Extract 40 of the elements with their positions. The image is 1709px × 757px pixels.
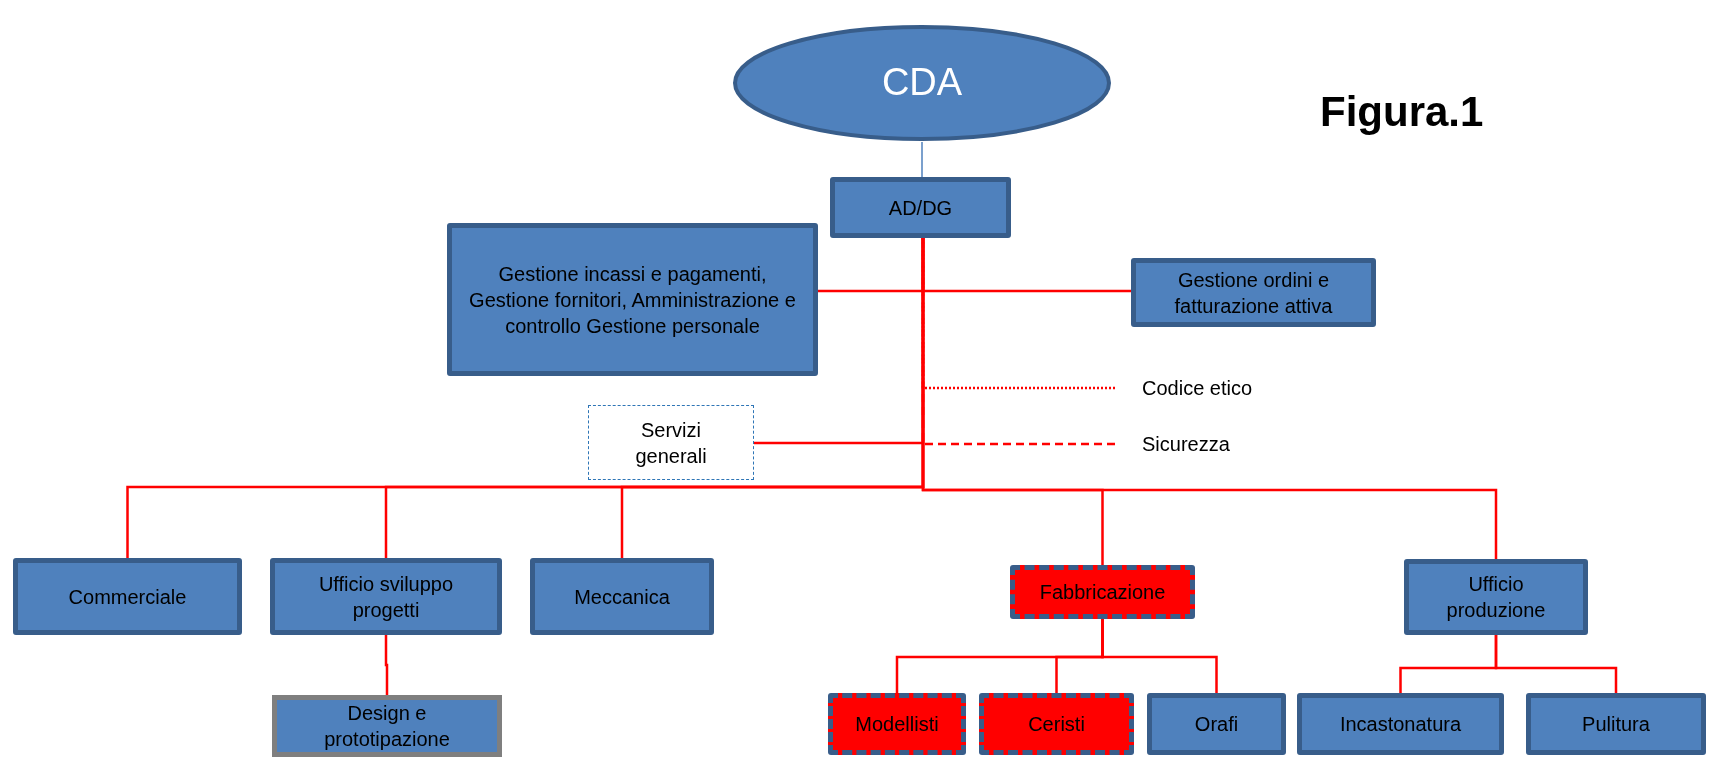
connector-line	[921, 238, 1498, 559]
org-box	[13, 558, 242, 635]
org-box	[1010, 565, 1195, 619]
box-label: Commerciale	[68, 584, 187, 610]
org-box	[447, 223, 818, 376]
box-label: CDA	[881, 60, 963, 106]
box-label: Incastonatura	[1339, 712, 1462, 737]
connector-line	[1101, 619, 1218, 693]
box-label: Sicurezza	[1142, 432, 1230, 457]
connector-line	[1494, 635, 1618, 693]
box-label: Gestione incassi e pagamenti, Gestione fornitori, Amministrazione e controllo Gestione personale	[468, 261, 797, 339]
connector-line	[384, 635, 389, 695]
org-box	[530, 558, 714, 635]
org-box	[830, 177, 1011, 238]
box-label: AD/DG	[888, 195, 953, 221]
org-box	[1147, 693, 1286, 755]
box-label: Pulitura	[1582, 712, 1650, 737]
service-box	[588, 405, 754, 480]
org-box	[270, 558, 502, 635]
box-label: Orafi	[1194, 712, 1239, 737]
org-box	[1131, 258, 1376, 327]
org-box	[1297, 693, 1504, 755]
org-box	[1404, 559, 1588, 635]
connector-line	[921, 141, 923, 178]
board-ellipse	[732, 24, 1112, 142]
org-box	[272, 695, 502, 757]
box-label: Ufficio sviluppo progetti	[317, 571, 455, 623]
box-label: Meccanica	[574, 584, 670, 610]
box-label: Ceristi	[1028, 712, 1085, 737]
figure-title: Figura.1	[1320, 88, 1484, 136]
org-box	[828, 693, 966, 755]
box-label: Servizi generali	[634, 417, 708, 469]
box-label: Modellisti	[855, 712, 939, 737]
box-label: Gestione ordini e fatturazione attiva	[1173, 267, 1334, 319]
org-box	[1526, 693, 1706, 755]
box-label: Ufficio produzione	[1445, 572, 1547, 623]
box-label: Design e prototipazione	[323, 701, 451, 752]
org-box	[979, 693, 1134, 755]
box-label: Codice etico	[1142, 376, 1253, 401]
box-label: Fabbricazione	[1039, 580, 1166, 605]
